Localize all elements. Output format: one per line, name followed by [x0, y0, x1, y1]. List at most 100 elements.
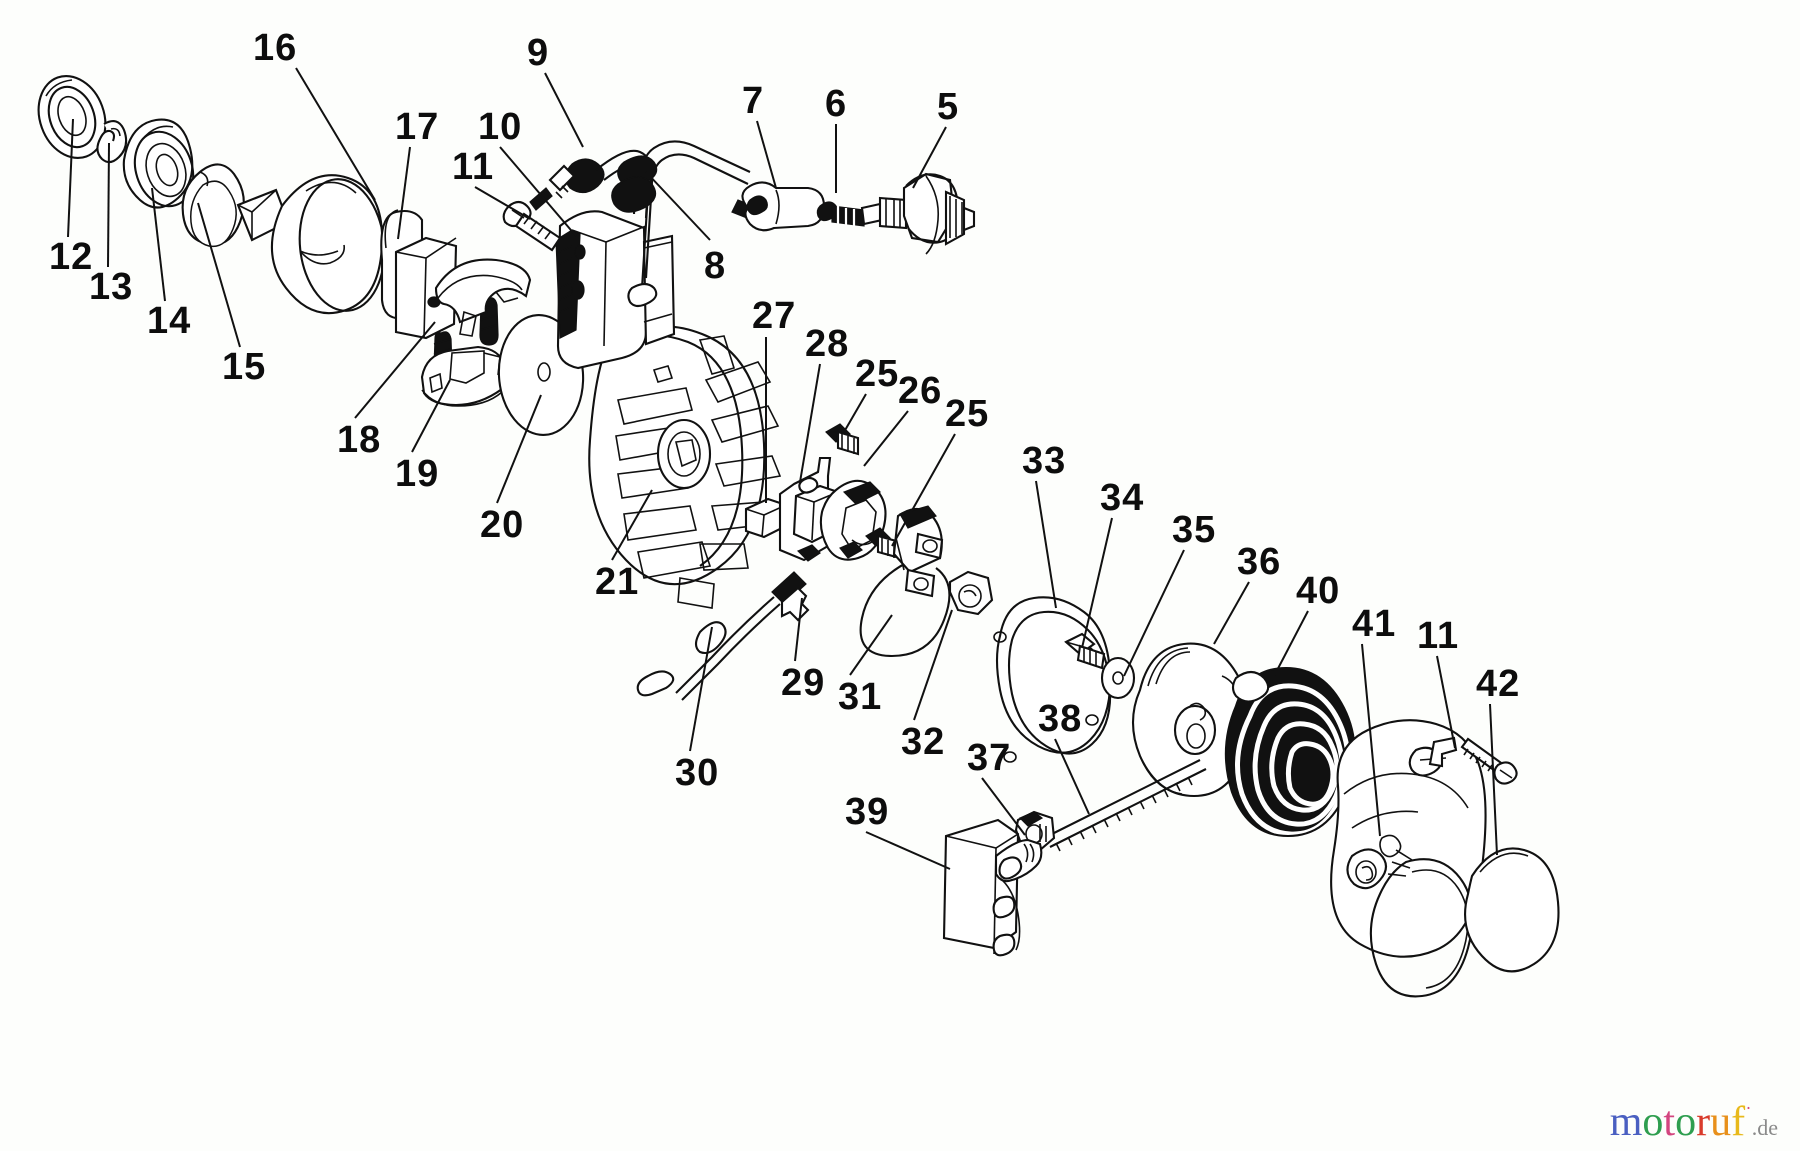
leader-line-37	[981, 777, 1026, 836]
watermark-letter-0: m	[1609, 1099, 1643, 1145]
callout-label-21: 21	[595, 561, 640, 603]
callout-label-13: 13	[89, 266, 134, 308]
watermark-suffix: .de	[1751, 1115, 1778, 1140]
callout-label-11: 11	[452, 146, 495, 188]
leader-line-26	[863, 410, 909, 467]
part-41-starter-housing	[1330, 719, 1487, 998]
callout-label-10: 10	[478, 106, 523, 148]
motoruf-watermark: motoruf˙.de	[1610, 1101, 1778, 1143]
part-16-clutch-drum	[236, 174, 386, 315]
callout-label-18: 18	[337, 419, 382, 461]
leader-line-35	[1123, 549, 1185, 677]
callout-label-11b: 11	[1417, 615, 1460, 657]
callout-label-33: 33	[1022, 440, 1067, 482]
part-39-starter-handle	[942, 818, 1043, 957]
leader-line-5	[912, 126, 947, 189]
leader-line-16	[295, 67, 376, 201]
part-25-screw-upper	[825, 423, 860, 456]
callout-label-25b: 25	[945, 393, 990, 435]
callout-label-35: 35	[1172, 509, 1217, 551]
callout-label-29: 29	[781, 662, 826, 704]
watermark-letter-6: f	[1731, 1099, 1746, 1145]
leader-line-28	[799, 363, 821, 483]
leader-line-21	[611, 489, 653, 561]
leader-line-33	[1035, 480, 1057, 609]
part-38-starter-rope	[1043, 759, 1207, 852]
callout-label-34: 34	[1100, 477, 1145, 519]
leader-line-8	[645, 171, 711, 241]
leader-line-31	[849, 614, 893, 676]
part-30-ignition-lead	[636, 571, 810, 701]
callout-label-36: 36	[1237, 541, 1282, 583]
leader-line-15	[197, 202, 241, 348]
part-32-lock-nut	[948, 570, 994, 616]
callout-label-28: 28	[805, 323, 850, 365]
leader-line-10	[499, 146, 577, 237]
callout-label-32: 32	[901, 721, 946, 763]
watermark-letter-4: r	[1696, 1099, 1711, 1145]
leader-line-20	[496, 394, 542, 504]
part-13-retaining-clip	[96, 120, 128, 164]
callout-label-39: 39	[845, 791, 890, 833]
watermark-letter-5: u	[1710, 1099, 1732, 1145]
watermark-dot: ˙	[1745, 1103, 1752, 1125]
part-42-cover-cap	[1464, 847, 1560, 973]
part-35-washer	[1100, 656, 1136, 700]
leader-line-18	[354, 321, 436, 419]
part-40-recoil-spring	[1224, 666, 1356, 838]
leader-line-11b	[1436, 655, 1456, 749]
callout-label-41: 41	[1352, 603, 1397, 645]
callout-label-16: 16	[253, 27, 298, 69]
watermark-letter-3: o	[1675, 1099, 1697, 1145]
leader-line-11	[474, 186, 531, 220]
part-34-screw	[1064, 632, 1106, 670]
callout-label-27: 27	[752, 295, 797, 337]
leader-line-34	[1081, 517, 1113, 649]
part-15-snap-ring	[181, 163, 245, 248]
leader-line-40	[1271, 610, 1309, 681]
leader-line-30	[689, 626, 713, 752]
part-10-ignition-coil	[555, 210, 676, 370]
leader-line-32	[913, 609, 953, 721]
leader-line-29	[794, 597, 803, 662]
leader-line-38	[1054, 738, 1090, 815]
callout-label-25: 25	[855, 353, 900, 395]
callout-label-8: 8	[704, 245, 727, 287]
callout-label-6: 6	[825, 83, 848, 125]
part-12-oil-seal	[37, 74, 107, 160]
callout-label-30: 30	[675, 752, 720, 794]
part-5-spark-plug	[860, 172, 976, 255]
callout-label-31: 31	[838, 676, 883, 718]
part-14-ball-bearing	[122, 118, 195, 209]
leader-line-9	[544, 72, 584, 148]
callout-label-7: 7	[742, 80, 765, 122]
leader-line-12	[67, 118, 74, 238]
callout-label-38: 38	[1038, 698, 1083, 740]
callout-label-42: 42	[1476, 663, 1521, 705]
part-19-clutch-shoe-lower	[420, 345, 506, 407]
leader-line-39	[865, 831, 951, 870]
part-8-high-tension-lead	[595, 140, 759, 308]
callout-label-14: 14	[147, 300, 192, 342]
callout-label-40: 40	[1296, 570, 1341, 612]
callout-label-9: 9	[527, 32, 550, 74]
watermark-letter-2: t	[1663, 1099, 1676, 1145]
leader-line-13	[107, 142, 110, 268]
part-31-throttle-cable-loop	[859, 505, 951, 658]
leader-line-36	[1213, 581, 1250, 645]
part-11-screw-left	[502, 200, 562, 252]
callout-label-5: 5	[937, 86, 960, 128]
callout-label-20: 20	[480, 504, 525, 546]
leader-line-42	[1489, 703, 1498, 856]
leader-line-19	[411, 379, 451, 453]
leader-line-25	[843, 393, 867, 433]
part-9-terminal-screw	[529, 158, 605, 211]
leader-line-7	[756, 120, 777, 189]
leader-line-25b	[891, 433, 956, 547]
part-7-spark-plug-boot	[741, 181, 826, 232]
leader-line-14	[151, 187, 166, 302]
part-19-clutch-shoe-upper	[434, 258, 532, 337]
callout-label-26: 26	[898, 370, 943, 412]
